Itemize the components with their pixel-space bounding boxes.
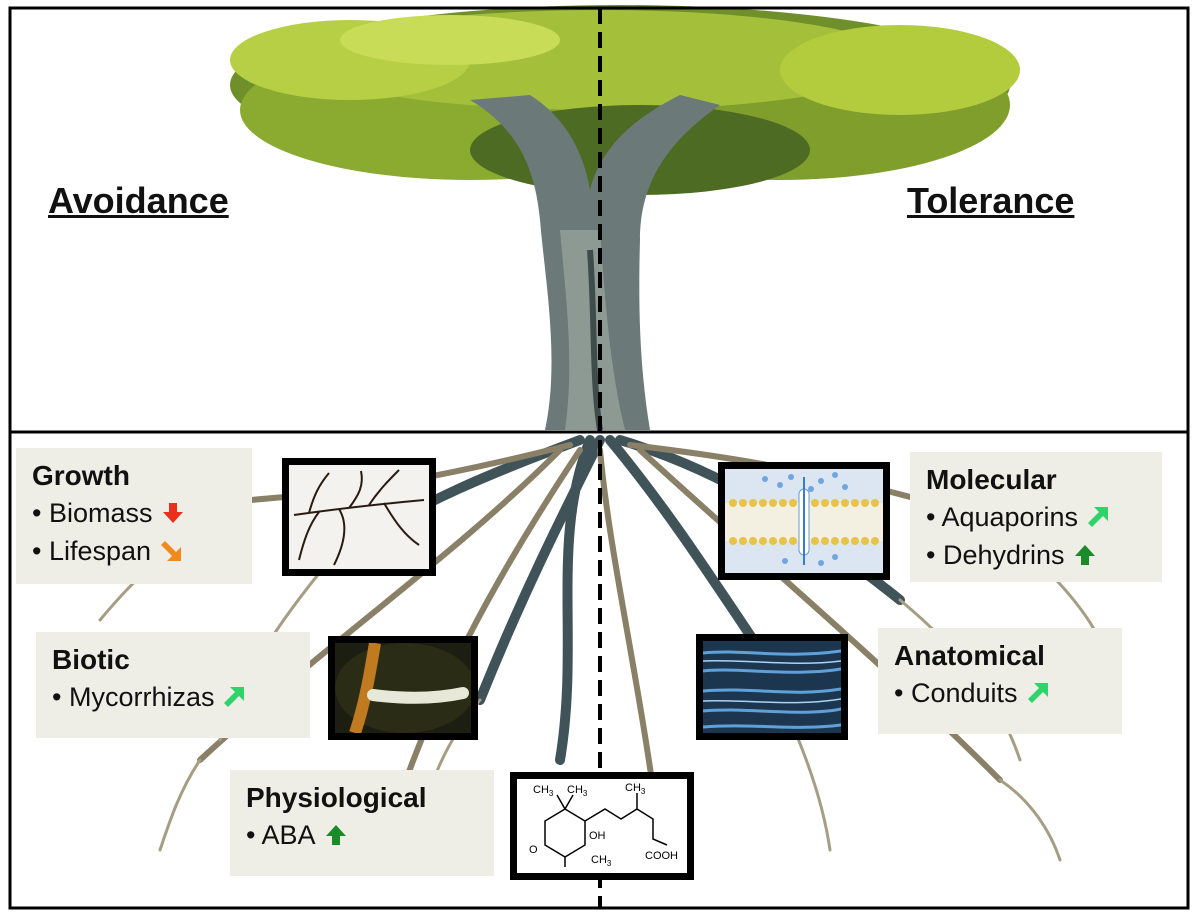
oh-label: OH <box>589 830 606 842</box>
up-right-arrow-icon <box>1088 507 1109 527</box>
ch3-label-c: CH3 <box>625 782 646 796</box>
conduits-item: • Conduits <box>894 674 1108 712</box>
mycorrhiza-photo <box>328 636 478 740</box>
up-right-arrow-icon <box>1027 683 1048 703</box>
molecular-title: Molecular <box>926 464 1057 495</box>
aquaporins-label: • Aquaporins <box>926 502 1079 532</box>
mycorrhizas-label: • Mycorrhizas <box>52 682 215 712</box>
down-arrow-icon <box>162 503 183 523</box>
up-arrow-icon <box>325 825 346 845</box>
cooh-label: COOH <box>645 850 678 862</box>
aba-chemical-structure: CH3 CH3 CH3 OH CH3 O COOH <box>517 779 687 873</box>
lifespan-item: • Lifespan <box>32 532 238 570</box>
anatomical-card: Anatomical • Conduits <box>878 628 1122 734</box>
aba-structure-box: CH3 CH3 CH3 OH CH3 O COOH <box>510 772 694 880</box>
aba-item: • ABA <box>246 816 480 854</box>
physiological-card: Physiological • ABA <box>230 770 494 876</box>
biomass-item: • Biomass <box>32 494 238 532</box>
mycorrhiza-image <box>335 643 471 733</box>
conduits-photo <box>696 634 848 740</box>
aquaporins-item: • Aquaporins <box>926 498 1148 536</box>
molecular-card: Molecular • Aquaporins • Dehydrins <box>910 452 1162 582</box>
biotic-card: Biotic • Mycorrhizas <box>36 632 310 738</box>
dehydrins-item: • Dehydrins <box>926 536 1148 574</box>
mycorrhizas-item: • Mycorrhizas <box>52 678 296 716</box>
tolerance-heading: Tolerance <box>907 180 1075 221</box>
conduits-image <box>703 641 841 733</box>
biomass-label: • Biomass <box>32 498 153 528</box>
up-right-arrow-icon <box>224 687 245 707</box>
ch3-label-d: CH3 <box>591 854 612 868</box>
lifespan-label: • Lifespan <box>32 536 152 566</box>
growth-title: Growth <box>32 460 130 491</box>
ketone-o-label: O <box>529 844 538 856</box>
ch3-label-a: CH3 <box>533 784 554 798</box>
anatomical-title: Anatomical <box>894 640 1045 671</box>
down-right-arrow-icon <box>161 541 182 561</box>
membrane-diagram <box>725 469 883 573</box>
root-branching-image <box>289 465 429 569</box>
up-arrow-icon <box>1074 545 1095 565</box>
ch3-label-b: CH3 <box>567 784 588 798</box>
physiological-title: Physiological <box>246 782 427 813</box>
root-branching-photo <box>282 458 436 576</box>
dehydrins-label: • Dehydrins <box>926 540 1065 570</box>
growth-card: Growth • Biomass • Lifespan <box>16 448 252 584</box>
biotic-title: Biotic <box>52 644 130 675</box>
conduits-label: • Conduits <box>894 678 1018 708</box>
tree-trunk <box>470 95 720 431</box>
aquaporin-membrane-photo <box>718 462 890 580</box>
aba-label: • ABA <box>246 820 316 850</box>
avoidance-heading: Avoidance <box>48 180 229 221</box>
